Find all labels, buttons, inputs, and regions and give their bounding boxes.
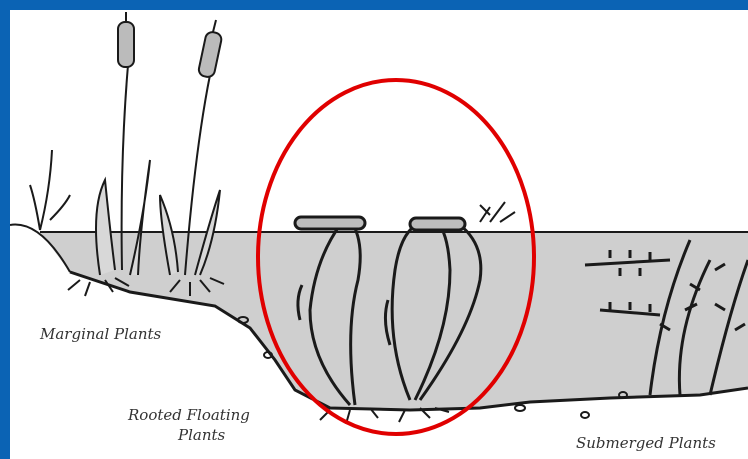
diagram-frame: Marginal Plants Rooted Floating Plants S…: [10, 10, 748, 459]
label-marginal-plants: Marginal Plants: [40, 325, 161, 343]
label-rooted-floating-line2: Plants: [178, 426, 225, 444]
label-rooted-floating-line1: Rooted Floating: [128, 406, 250, 424]
pond-cross-section: [10, 10, 748, 459]
pond-water: [40, 232, 748, 410]
label-submerged-plants: Submerged Plants: [576, 434, 716, 452]
